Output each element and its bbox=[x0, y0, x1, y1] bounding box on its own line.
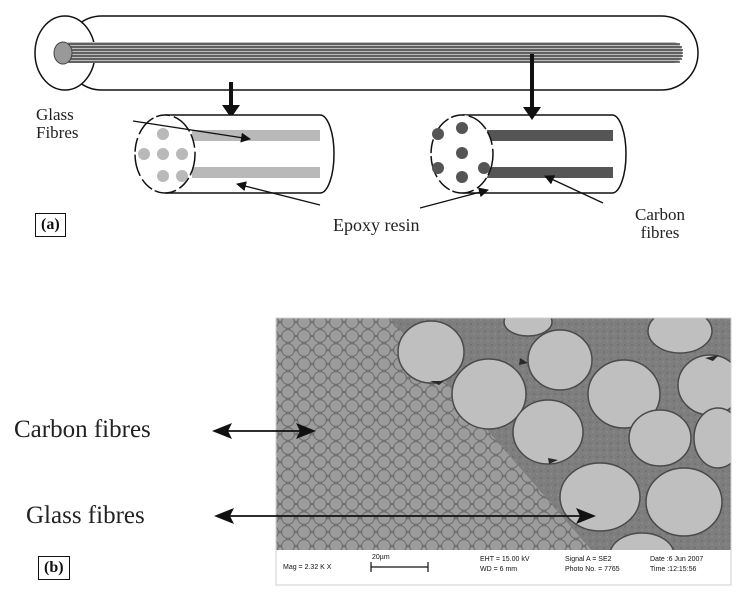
carbon-label-line1: Carbon bbox=[635, 205, 686, 224]
leaders-a bbox=[132, 120, 604, 209]
carbon-fibre-dot bbox=[456, 171, 468, 183]
glass-fibres-sem-label: Glass fibres bbox=[26, 502, 145, 529]
sem-eht: EHT = 15.00 kV bbox=[480, 556, 530, 563]
fibre-bundle bbox=[53, 41, 683, 65]
panel-b-tag: (b) bbox=[38, 556, 70, 580]
sem-signal: Signal A = SE2 bbox=[565, 556, 612, 563]
composite-rod bbox=[34, 15, 699, 91]
carbon-fibre-dot bbox=[456, 147, 468, 159]
carbon-fibre-dot bbox=[456, 122, 468, 134]
glass-fibre-dot bbox=[157, 128, 169, 140]
glass-fibre-dot bbox=[176, 148, 188, 160]
glass-fibre-dot bbox=[157, 170, 169, 182]
glass-fibre-cylinder bbox=[134, 114, 335, 194]
glass-fibre-dot bbox=[138, 148, 150, 160]
carbon-fibre-region bbox=[276, 318, 600, 585]
carbon-fibre-dot bbox=[432, 162, 444, 174]
carbon-fibre-dot bbox=[432, 128, 444, 140]
carbon-fibres-label: Carbon fibres bbox=[635, 206, 685, 242]
glass-label-line2: Fibres bbox=[36, 122, 79, 142]
carbon-fibre-cylinder bbox=[430, 114, 627, 194]
glass-fibre-dot bbox=[157, 148, 169, 160]
leaders-b bbox=[212, 423, 596, 524]
sem-info-bar bbox=[276, 550, 731, 585]
carbon-fibres-sem-label: Carbon fibres bbox=[14, 416, 151, 443]
sem-photo: Photo No. = 7765 bbox=[565, 566, 620, 573]
glass-fibre-sections bbox=[397, 318, 731, 578]
glass-label-line1: Glass bbox=[36, 105, 74, 124]
sem-date: Date :6 Jun 2007 bbox=[650, 556, 703, 563]
sem-time: Time :12:15:56 bbox=[650, 566, 697, 573]
glass-fibre-dot bbox=[176, 170, 188, 182]
carbon-fibre-dot bbox=[478, 162, 490, 174]
sem-scale: 20µm bbox=[372, 554, 390, 561]
glass-fibres-label: Glass Fibres bbox=[36, 106, 79, 142]
sem-micrograph bbox=[276, 318, 731, 585]
sem-wd: WD = 6 mm bbox=[480, 566, 517, 573]
sem-mag: Mag = 2.32 K X bbox=[283, 564, 332, 571]
panel-a-tag: (a) bbox=[35, 213, 66, 237]
carbon-label-line2: fibres bbox=[640, 222, 680, 242]
epoxy-resin-label: Epoxy resin bbox=[333, 215, 420, 235]
